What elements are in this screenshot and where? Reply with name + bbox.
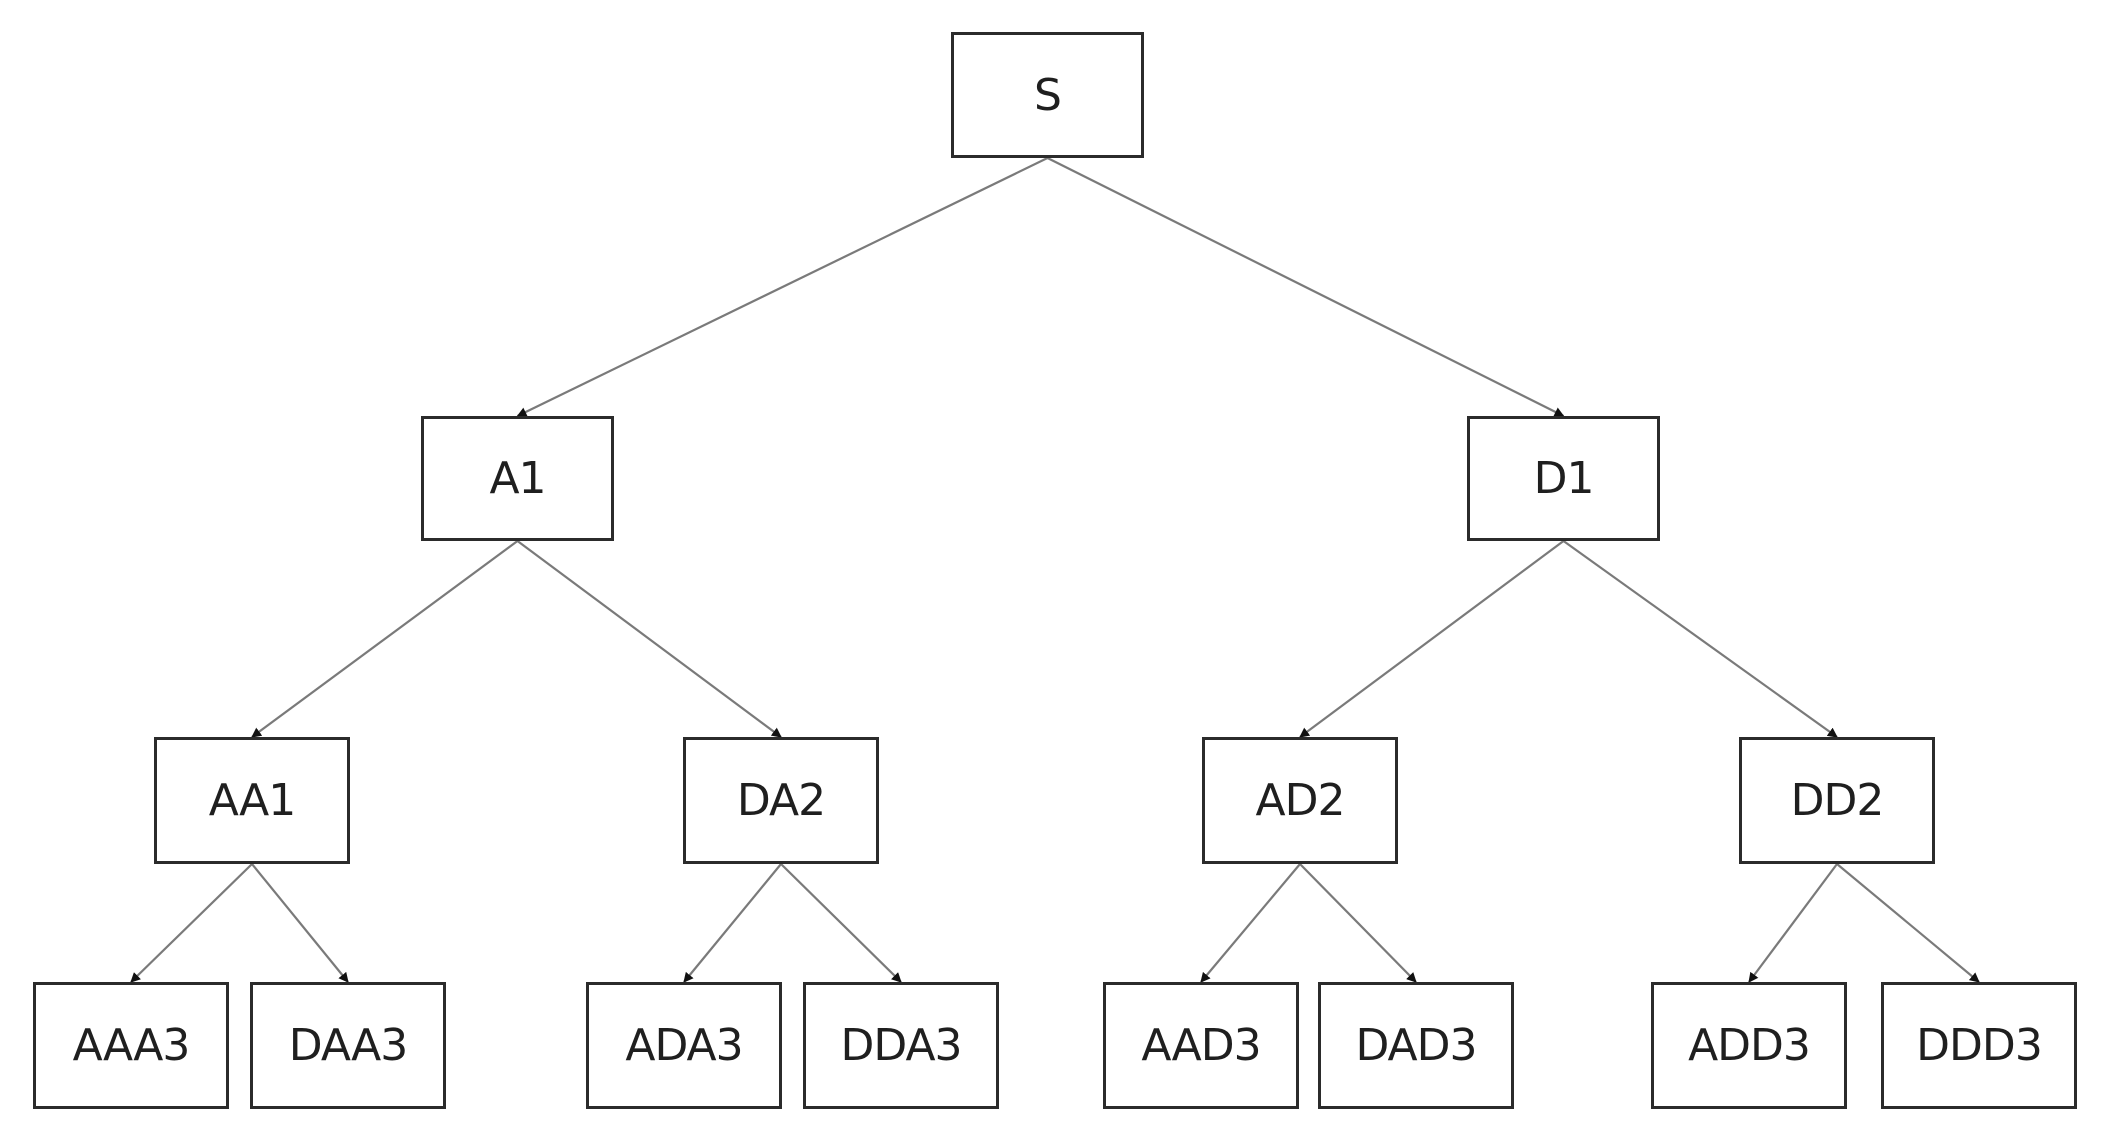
node-dd2: DD2 xyxy=(1739,737,1935,864)
node-ad2: AD2 xyxy=(1202,737,1398,864)
node-d1: D1 xyxy=(1467,416,1660,541)
node-aa1: AA1 xyxy=(154,737,350,864)
node-dad3-label: DAD3 xyxy=(1355,1020,1477,1071)
node-dda3: DDA3 xyxy=(803,982,999,1109)
node-da2-label: DA2 xyxy=(736,775,826,826)
node-aaa3-label: AAA3 xyxy=(72,1020,191,1071)
node-dda3-label: DDA3 xyxy=(840,1020,962,1071)
node-ada3: ADA3 xyxy=(586,982,782,1109)
node-ddd3-label: DDD3 xyxy=(1916,1020,2043,1071)
edge-ad2-to-aad3 xyxy=(1200,863,1301,983)
node-ad2-label: AD2 xyxy=(1255,775,1346,826)
node-ddd3: DDD3 xyxy=(1881,982,2077,1109)
edge-s-to-d1 xyxy=(1047,157,1565,417)
edge-d1-to-ad2 xyxy=(1299,540,1565,738)
edge-ad2-to-dad3 xyxy=(1299,863,1417,983)
edge-dd2-to-add3 xyxy=(1748,863,1838,983)
node-ada3-label: ADA3 xyxy=(625,1020,743,1071)
edge-aa1-to-aaa3 xyxy=(130,863,253,983)
node-dad3: DAD3 xyxy=(1318,982,1514,1109)
edge-dd2-to-ddd3 xyxy=(1836,863,1980,983)
node-aa1-label: AA1 xyxy=(208,775,296,826)
node-d1-label: D1 xyxy=(1533,453,1595,504)
node-add3: ADD3 xyxy=(1651,982,1847,1109)
edges xyxy=(130,157,1980,983)
node-aad3-label: AAD3 xyxy=(1141,1020,1261,1071)
edge-aa1-to-daa3 xyxy=(251,863,349,983)
node-s: S xyxy=(951,32,1144,158)
node-a1: A1 xyxy=(421,416,614,541)
edge-da2-to-dda3 xyxy=(780,863,902,983)
edge-a1-to-da2 xyxy=(516,540,782,738)
node-dd2-label: DD2 xyxy=(1790,775,1885,826)
node-s-label: S xyxy=(1034,69,1062,121)
edge-a1-to-aa1 xyxy=(251,540,519,738)
node-aaa3: AAA3 xyxy=(33,982,229,1109)
edge-d1-to-dd2 xyxy=(1562,540,1838,738)
edge-s-to-a1 xyxy=(516,157,1048,417)
node-a1-label: A1 xyxy=(489,453,546,504)
edge-da2-to-ada3 xyxy=(683,863,782,983)
node-daa3-label: DAA3 xyxy=(288,1020,409,1071)
node-da2: DA2 xyxy=(683,737,879,864)
node-daa3: DAA3 xyxy=(250,982,446,1109)
node-add3-label: ADD3 xyxy=(1688,1020,1811,1071)
node-aad3: AAD3 xyxy=(1103,982,1299,1109)
